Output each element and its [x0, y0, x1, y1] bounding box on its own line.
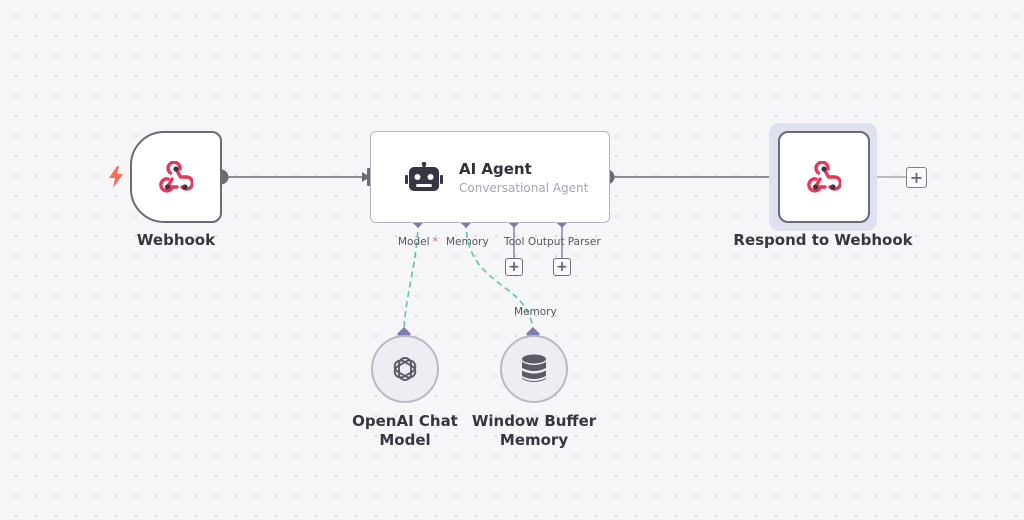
- webhook-icon: [807, 161, 841, 193]
- connection-arrowhead: [362, 172, 370, 182]
- respond-to-webhook-node[interactable]: [778, 131, 870, 223]
- openai-logo-icon: [391, 355, 419, 383]
- ai-agent-node[interactable]: AI Agent Conversational Agent: [370, 131, 610, 223]
- respond-node-label: Respond to Webhook: [733, 231, 913, 249]
- required-asterisk: *: [432, 236, 438, 248]
- robot-icon: [405, 162, 443, 192]
- add-next-node-button[interactable]: +: [906, 167, 927, 188]
- lightning-bolt-icon: [108, 166, 124, 192]
- add-tool-button[interactable]: +: [505, 258, 523, 276]
- memory-label-line2: Memory: [499, 431, 569, 449]
- add-output-parser-button[interactable]: +: [553, 258, 571, 276]
- webhook-node[interactable]: [130, 131, 222, 223]
- connection-memory-to-buffer[interactable]: [465, 221, 534, 335]
- openai-chat-model-node[interactable]: [371, 335, 439, 403]
- connection-model-to-openai[interactable]: [403, 221, 419, 335]
- memory-connection-label: Memory: [514, 306, 557, 318]
- webhook-node-label: Webhook: [136, 231, 216, 249]
- openai-label-line1: OpenAI Chat: [352, 412, 458, 430]
- memory-handle-label: Memory: [446, 236, 489, 248]
- tool-handle-label: Tool: [504, 236, 525, 248]
- plus-icon: +: [556, 259, 568, 275]
- model-handle-label: Model*: [398, 236, 438, 248]
- database-icon: [521, 354, 547, 384]
- webhook-icon: [159, 161, 193, 193]
- ai-agent-title: AI Agent: [459, 159, 532, 178]
- plus-icon: +: [909, 167, 924, 187]
- memory-node-label: Window Buffer Memory: [469, 412, 599, 450]
- plus-icon: +: [508, 259, 520, 275]
- output-parser-handle-label: Output Parser: [528, 236, 601, 248]
- memory-label-line1: Window Buffer: [471, 412, 597, 430]
- openai-label-line2: Model: [379, 431, 431, 449]
- ai-agent-subtitle: Conversational Agent: [459, 180, 589, 195]
- window-buffer-memory-node[interactable]: [500, 335, 568, 403]
- openai-node-label: OpenAI Chat Model: [340, 412, 470, 450]
